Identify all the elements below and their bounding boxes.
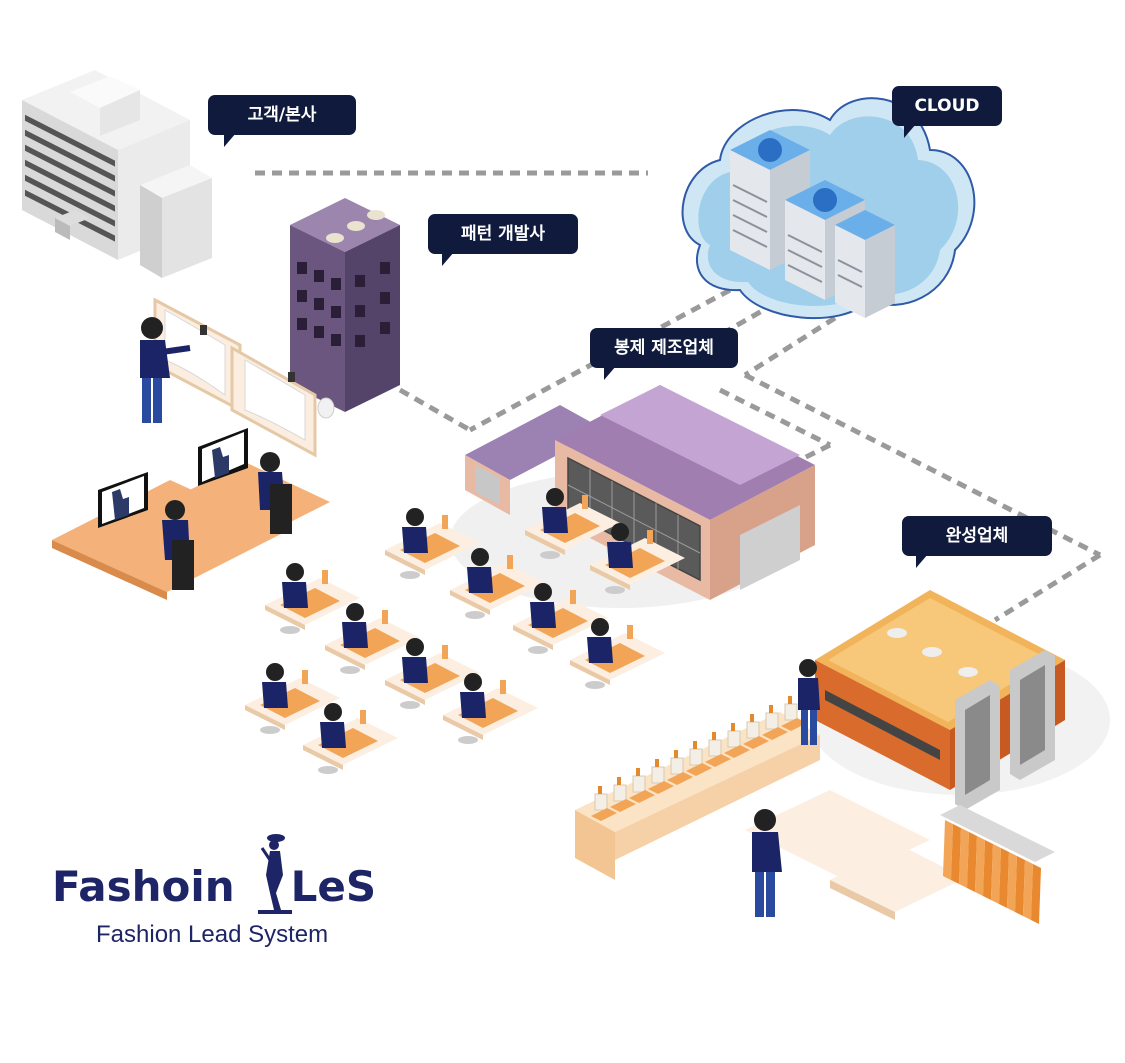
- office-building-icon: [22, 70, 212, 278]
- line-finishing-branch: [993, 552, 1102, 623]
- sewing-machine-icon: [629, 768, 655, 803]
- label-cloud-text: CLOUD: [914, 96, 980, 116]
- sewing-station: [450, 548, 545, 619]
- label-hq: 고객/본사: [208, 95, 356, 147]
- line-sewing-sub2: [778, 442, 832, 473]
- finishing-table-group: [745, 659, 965, 920]
- logo-part2: LeS: [290, 862, 377, 911]
- label-finishing: 완성업체: [902, 516, 1052, 568]
- sewing-station: [385, 638, 480, 709]
- line-sewing-sub: [718, 387, 832, 448]
- label-sewing-text: 봉제 제조업체: [614, 338, 714, 358]
- sewing-machine-icon: [743, 714, 769, 749]
- line-cloud-finishing: [743, 315, 837, 378]
- finishing-factory-icon: [810, 590, 1110, 810]
- sewing-station: [385, 508, 480, 579]
- label-pattern-tail: [442, 252, 454, 266]
- design-desk-group: [52, 428, 330, 600]
- sewing-machine-icon: [686, 741, 712, 776]
- logo-part1: Fashoin: [52, 862, 235, 911]
- logo-subtitle: Fashion Lead System: [96, 921, 329, 948]
- label-cloud-tail: [904, 124, 916, 138]
- sewing-station: [443, 673, 538, 744]
- sewing-machine-icon: [724, 723, 750, 758]
- sewing-station: [525, 488, 620, 559]
- label-finishing-text: 완성업체: [945, 526, 1009, 546]
- sewing-station: [590, 523, 685, 594]
- garment: [1023, 860, 1033, 920]
- garment: [951, 824, 961, 884]
- label-cloud: CLOUD: [892, 86, 1002, 138]
- garment: [1007, 852, 1017, 912]
- label-hq-tail: [224, 133, 236, 147]
- sewing-machine-icon: [705, 732, 731, 767]
- garment: [967, 832, 977, 892]
- computer-monitor-icon: [98, 428, 248, 528]
- garment: [959, 828, 969, 888]
- garment: [999, 848, 1009, 908]
- sewing-workstations: [245, 488, 685, 774]
- label-finishing-tail: [916, 554, 928, 568]
- label-pattern-text: 패턴 개발사: [460, 224, 546, 244]
- label-sewing: 봉제 제조업체: [590, 328, 738, 380]
- line-pattern-sewing: [398, 387, 472, 433]
- label-sewing-tail: [604, 366, 616, 380]
- pattern-designer-person: [140, 317, 191, 423]
- garment: [1015, 856, 1025, 916]
- garment: [975, 836, 985, 896]
- sewing-station: [325, 603, 420, 674]
- sewing-machine-icon: [648, 759, 674, 794]
- cloud-server-icon: [681, 97, 976, 320]
- sewing-machine-icon: [591, 786, 617, 821]
- sewing-station: [303, 703, 398, 774]
- garment-rack-icon: [940, 805, 1055, 924]
- conveyor-line: [575, 696, 820, 880]
- sewing-machine-icon: [610, 777, 636, 812]
- sewing-station: [570, 618, 665, 689]
- sewing-machine-icon: [762, 705, 788, 740]
- pattern-building-icon: [290, 198, 400, 412]
- garment: [943, 820, 953, 880]
- sewing-machine-icon: [667, 750, 693, 785]
- label-hq-text: 고객/본사: [247, 105, 317, 125]
- sewing-station: [265, 563, 360, 634]
- logo: Fashoin LeS: [52, 862, 376, 911]
- sewing-station: [513, 583, 608, 654]
- label-pattern: 패턴 개발사: [428, 214, 578, 266]
- plotter-icon: [153, 297, 335, 458]
- sewing-machine-icon: [781, 696, 807, 731]
- garment: [991, 844, 1001, 904]
- sewing-station: [245, 663, 340, 734]
- garment: [983, 840, 993, 900]
- garment: [1031, 864, 1041, 924]
- fashion-figure-icon: [258, 834, 292, 914]
